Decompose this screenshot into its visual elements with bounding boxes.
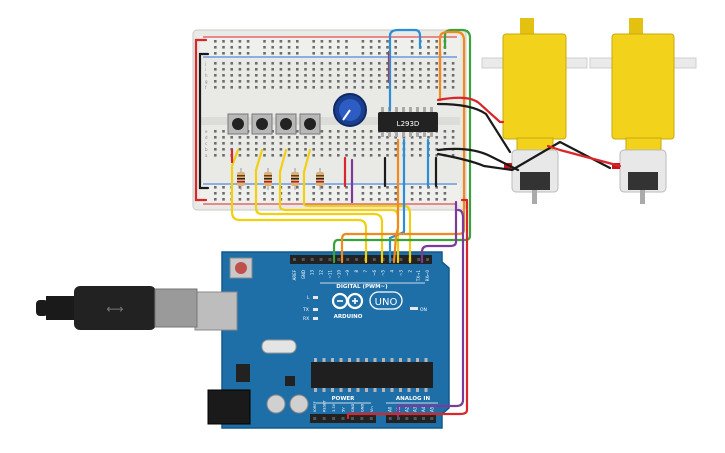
- l293d-chip: L293D: [378, 107, 438, 137]
- row-letter: e: [205, 129, 208, 134]
- digital-pin-label: ~9: [345, 270, 350, 276]
- led-label-rx: RX: [303, 316, 309, 322]
- row-letter: a: [205, 153, 208, 158]
- digital-pin-label: 8: [354, 270, 359, 273]
- digital-pin-label: 13: [310, 270, 315, 276]
- digital-header: [290, 255, 432, 264]
- row-letter: g: [205, 79, 208, 84]
- power-pin-label: RESET: [323, 400, 327, 412]
- power-pin-label: Vin: [370, 406, 374, 412]
- digital-pin-label: ~6: [372, 270, 377, 276]
- digital-pin-label: ~11: [327, 270, 332, 279]
- reset-button[interactable]: [229, 257, 253, 279]
- analog-pin-label: A3: [413, 406, 418, 412]
- power-pin-label: GND: [351, 404, 355, 412]
- breadboard-holes: [214, 40, 455, 201]
- status-leds: L TX RX ON: [302, 295, 427, 322]
- potentiometer-icon[interactable]: [333, 93, 367, 127]
- analog-label: ANALOG IN: [396, 396, 431, 402]
- digital-pin-label: RX←0: [425, 270, 430, 282]
- digital-pin-labels: AREF GND 13 12~11 ~10 ~9 8 7 ~6 ~5 4~3 2 TX→1 RX←0: [292, 258, 430, 282]
- power-pin-labels: IOREF RESET 3.3V 5V GND GND Vin: [313, 400, 374, 420]
- power-jack: [207, 389, 251, 425]
- motor-1: [481, 18, 588, 204]
- led-label-l: L: [307, 295, 310, 301]
- power-label: POWER: [332, 396, 356, 402]
- digital-label: DIGITAL (PWM~): [336, 284, 388, 290]
- digital-pin-label: TX→1: [416, 270, 421, 283]
- analog-header: [386, 414, 436, 423]
- row-letter: c: [205, 141, 207, 146]
- digital-pin-label: 2: [407, 270, 412, 273]
- row-letter: h: [205, 73, 208, 78]
- digital-pin-label: GND: [301, 270, 306, 279]
- button-4[interactable]: [299, 113, 321, 135]
- digital-pin-label: 7: [363, 270, 368, 273]
- chip-label: L293D: [397, 120, 420, 128]
- analog-pin-label: A2: [404, 406, 409, 412]
- digital-pin-label: AREF: [292, 269, 297, 280]
- led-label-tx: TX: [302, 307, 309, 313]
- motor-2: [589, 18, 697, 204]
- analog-pin-label: A5: [429, 406, 434, 412]
- row-letter: b: [205, 147, 208, 152]
- digital-pin-label: ~3: [398, 270, 403, 276]
- row-letter: d: [205, 135, 208, 140]
- power-pin-label: GND: [360, 404, 364, 412]
- digital-pin-label: ~5: [381, 270, 386, 276]
- resistor-4: [316, 168, 324, 190]
- on-label: ON: [420, 307, 427, 313]
- usb-socket: [194, 291, 238, 331]
- crystal: [261, 339, 297, 354]
- digital-pin-label: 4: [390, 270, 395, 273]
- row-letter: f: [205, 85, 207, 90]
- power-pin-label: 3.3V: [332, 403, 336, 412]
- analog-pin-label: A0: [388, 406, 393, 412]
- analog-pin-label: A4: [421, 406, 426, 412]
- uno-text: UNO: [375, 297, 398, 308]
- digital-pin-label: 12: [319, 270, 324, 276]
- resistor-2: [264, 168, 272, 190]
- resistor-3: [291, 168, 299, 190]
- resistor-1: [237, 168, 245, 190]
- svg-text:⟷: ⟷: [106, 302, 123, 316]
- digital-pin-label: ~10: [336, 270, 341, 279]
- resistors: [237, 168, 324, 190]
- signal-wires: [230, 28, 622, 420]
- row-letter: i: [205, 67, 206, 72]
- arduino-logo-icon: UNO ARDUINO: [331, 291, 403, 320]
- power-pin-label: IOREF: [313, 401, 317, 412]
- power-pin-label: 5V: [342, 407, 346, 412]
- button-3[interactable]: [275, 113, 297, 135]
- arduino-uno-board: AREF GND 13 12~11 ~10 ~9 8 7 ~6 ~5 4~3 2 TX→1 RX←0 IO…: [194, 251, 450, 429]
- atmega-chip: [311, 358, 433, 392]
- row-letter: j: [204, 61, 206, 66]
- capacitor-2: [289, 394, 309, 414]
- usb-cable-icon: ⟷: [36, 286, 198, 330]
- capacitor-1: [266, 394, 286, 414]
- push-buttons: [227, 113, 321, 135]
- arduino-text: ARDUINO: [334, 314, 363, 320]
- button-2[interactable]: [251, 113, 273, 135]
- button-1[interactable]: [227, 113, 249, 135]
